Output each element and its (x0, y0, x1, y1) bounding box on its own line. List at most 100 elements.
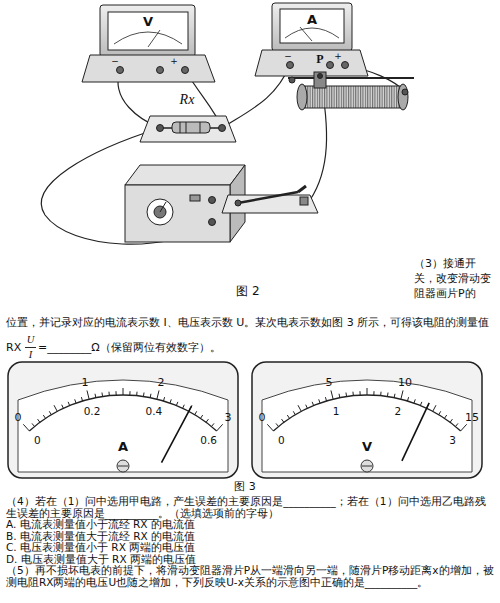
question-text: （5）再不损坏电表的前提下，将滑动变阻器滑片P从一端滑向另一端，随滑片P移动距离… (6, 565, 496, 588)
scale-tick (352, 392, 353, 396)
terminal-sign: + (334, 51, 342, 61)
scale-number: 3 (225, 412, 232, 425)
scale-number: 2 (395, 405, 402, 417)
scale-tick (306, 405, 308, 409)
scale-tick (312, 402, 314, 406)
scale-tick (143, 393, 145, 397)
scale-number: 2 (157, 376, 164, 389)
scale-tick (455, 423, 458, 426)
scale-tick (331, 390, 333, 399)
scale-tick (420, 402, 422, 406)
scale-number: 3 (449, 434, 456, 446)
scale-number: 0.4 (146, 405, 163, 417)
scale-tick (211, 423, 214, 426)
scale-number: 0 (14, 412, 21, 425)
scale-tick (394, 394, 396, 398)
scale-number: 0.2 (84, 405, 101, 417)
scale-tick (373, 391, 374, 395)
unit-symbol: A (118, 440, 128, 455)
scale-tick (43, 415, 45, 418)
scale-tick (170, 399, 171, 403)
ammeter-drawing (255, 3, 368, 76)
scale-tick (282, 419, 284, 422)
scale-tick (461, 424, 467, 431)
scale-tick (81, 397, 82, 401)
question-text: B. 电流表测量值大于流经 RX 的电流值 (6, 531, 496, 543)
question-text: （3）接通开关，改变滑动变阻器画片P的 (414, 256, 496, 301)
resistor-board (140, 116, 236, 142)
fraction-numerator: U (27, 334, 35, 346)
scale-tick (32, 423, 35, 426)
question-text: =________Ω（保留两位有效数字）。 (38, 342, 221, 355)
scale-tick (176, 402, 178, 406)
meter-symbol: A (307, 13, 317, 28)
scale-tick (319, 399, 320, 403)
scale-tick (325, 397, 326, 401)
scale-tick (345, 393, 347, 397)
scale-tick (367, 388, 368, 395)
scale-number: 0 (258, 412, 265, 425)
scale-number: 10 (398, 376, 412, 389)
question-text: D. 电压表测量值大于 RX 两端的电压值 (6, 554, 496, 566)
part-label: Rx (180, 92, 195, 108)
scale-tick (407, 397, 408, 401)
scale-tick (217, 424, 223, 431)
question-text: A. 电流表测量值小于流经 RX 的电流值 (6, 519, 496, 531)
scale-tick (433, 405, 436, 411)
wires (41, 65, 405, 244)
scale-tick (75, 399, 76, 403)
question-text: （4）若在（1）问中选用甲电路，产生误差的主要原因是__________；若在（… (6, 496, 496, 519)
terminal-sign: − (284, 51, 292, 61)
unit-symbol: V (362, 440, 372, 455)
scale-tick (195, 411, 197, 414)
scale-tick (206, 419, 208, 422)
question-block: （4）若在（1）问中选用甲电路，产生误差的主要原因是__________；若在（… (6, 496, 496, 588)
scale-tick (287, 415, 289, 418)
scale-tick (183, 405, 185, 409)
scale-tick (123, 388, 124, 395)
scale-tick (38, 419, 40, 422)
scale-tick (54, 405, 57, 411)
voltmeter-dial (252, 362, 482, 478)
meter-needle (161, 406, 191, 463)
terminal-sign: + (170, 56, 178, 66)
scale-tick (136, 392, 137, 396)
figure-caption: 图 2 (236, 285, 259, 299)
fraction-denominator: I (29, 349, 33, 361)
scale-tick (200, 415, 202, 418)
figure-caption: 图 3 (234, 481, 256, 494)
scale-tick (401, 390, 403, 399)
scale-tick (62, 405, 64, 409)
scale-tick (108, 392, 109, 396)
scale-tick (293, 411, 295, 414)
scale-tick (359, 391, 360, 395)
rheostat (288, 72, 414, 110)
scale-number: 5 (326, 376, 333, 389)
scale-tick (95, 394, 97, 398)
switch (222, 186, 318, 213)
voltmeter-drawing (82, 5, 215, 82)
scale-tick (23, 424, 29, 431)
scale-number: 0 (278, 434, 285, 446)
meter-needle (402, 403, 429, 461)
question-text: C. 电压表测量值小于 RX 两端的电压值 (6, 542, 496, 554)
scale-tick (150, 394, 152, 398)
scale-tick (339, 394, 341, 398)
scale-tick (387, 393, 389, 397)
scale-tick (68, 402, 70, 406)
scale-tick (439, 411, 441, 414)
scale-number: 1 (82, 376, 89, 389)
ammeter-dial (8, 362, 238, 478)
question-text: 位置，并记录对应的电流表示数 I、电压表示数 U。某次电表示数如图 3 所示，可… (6, 316, 496, 330)
scale-tick (157, 390, 159, 399)
terminal-sign: − (111, 56, 119, 66)
question-text: RX (6, 342, 21, 355)
scale-tick (276, 423, 279, 426)
scale-tick (267, 424, 273, 431)
scale-tick (444, 415, 446, 418)
scale-number: 1 (333, 405, 340, 417)
scale-tick (163, 397, 164, 401)
scale-number: 15 (465, 412, 479, 425)
fraction-bar (25, 347, 36, 348)
